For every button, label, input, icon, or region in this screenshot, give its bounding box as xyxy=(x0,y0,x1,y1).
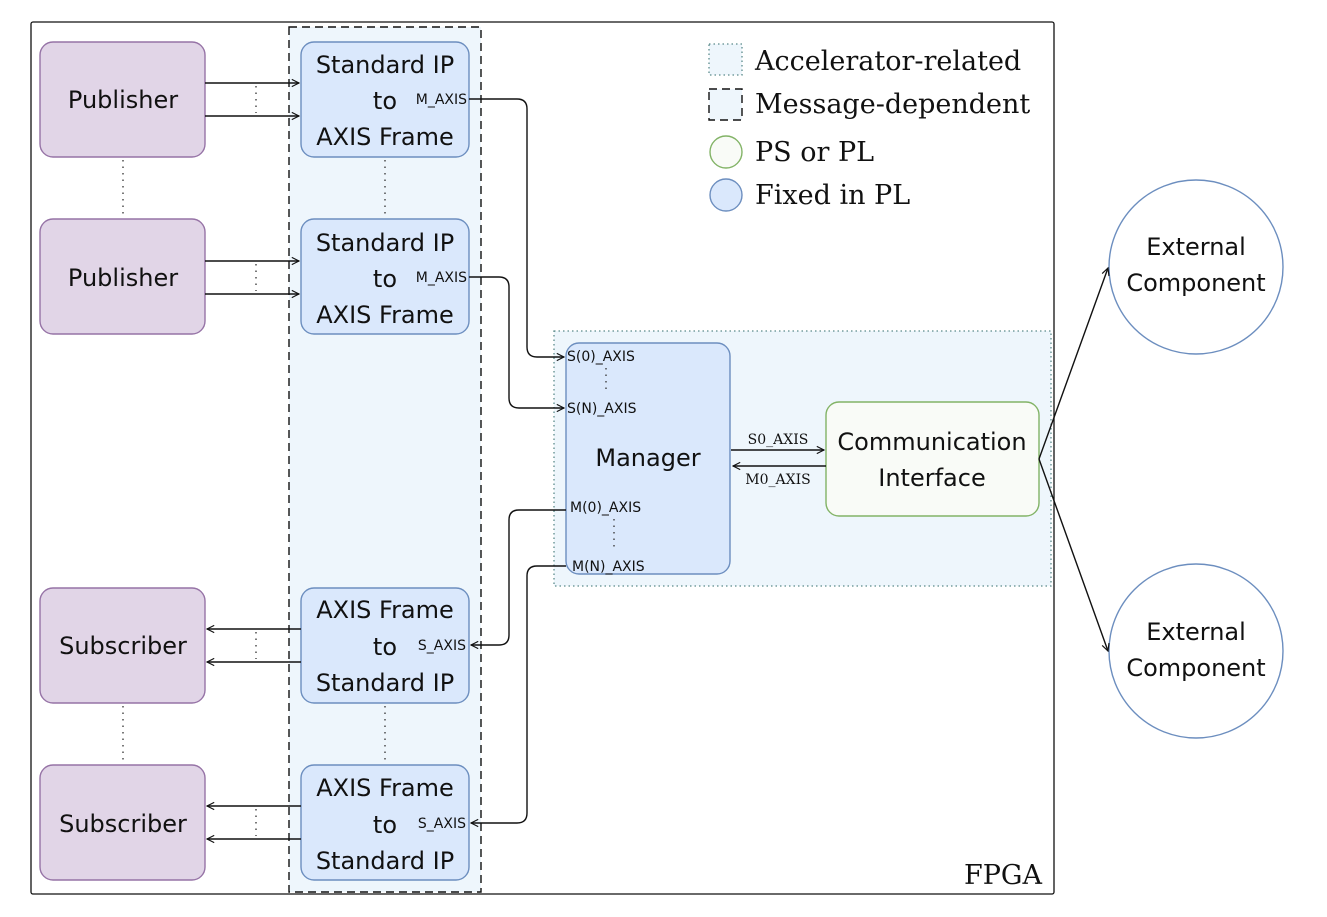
axis-to-ip-block-2: AXIS Frame to Standard IP S_AXIS xyxy=(300,764,470,881)
publisher-2: Publisher xyxy=(39,218,206,335)
s-axis-port: S_AXIS xyxy=(418,816,466,832)
legend-label-accelerator: Accelerator-related xyxy=(754,46,1021,77)
manager-label: Manager xyxy=(595,444,700,472)
legend-swatch-pspl xyxy=(709,135,743,169)
s0-axis-link-label: S0_AXIS xyxy=(748,432,809,448)
ip-to-axis-block-1: Standard IP to AXIS Frame M_AXIS xyxy=(300,41,470,158)
communication-interface-block: Communication Interface xyxy=(825,401,1040,517)
block-line2: to xyxy=(373,633,397,661)
legend-label-pspl: PS or PL xyxy=(755,137,874,168)
publisher-label: Publisher xyxy=(68,264,178,292)
block-line1: Standard IP xyxy=(316,51,454,79)
ip-to-axis-block-2: Standard IP to AXIS Frame M_AXIS xyxy=(300,218,470,335)
external-links xyxy=(1038,268,1108,651)
fpga-boundary xyxy=(30,21,1055,895)
legend-label-fixed: Fixed in PL xyxy=(755,180,910,211)
external-line2: Component xyxy=(1126,269,1265,297)
message-dependent-region xyxy=(288,26,482,893)
block-line2: to xyxy=(373,87,397,115)
external-component-1: External Component xyxy=(1108,179,1284,355)
manager-wires xyxy=(469,98,566,823)
subscriber-label: Subscriber xyxy=(59,632,187,660)
external-component-2: External Component xyxy=(1108,563,1284,739)
block-line1: AXIS Frame xyxy=(316,596,454,624)
m0-axis-link-label: M0_AXIS xyxy=(745,472,810,488)
comm-line2: Interface xyxy=(878,464,985,492)
block-line2: to xyxy=(373,265,397,293)
subscriber-label: Subscriber xyxy=(59,810,187,838)
manager-port-mn: M(N)_AXIS xyxy=(572,559,645,575)
legend-swatch-fixed xyxy=(709,178,743,212)
publisher-1: Publisher xyxy=(39,41,206,158)
block-line3: AXIS Frame xyxy=(316,123,454,151)
legend-label-message: Message-dependent xyxy=(755,89,1030,120)
block-line1: Standard IP xyxy=(316,229,454,257)
comm-line1: Communication xyxy=(837,428,1026,456)
publisher-wires xyxy=(205,83,299,294)
fpga-label: FPGA xyxy=(964,860,1042,891)
manager-port-sn: S(N)_AXIS xyxy=(567,401,637,417)
m-axis-port: M_AXIS xyxy=(416,92,467,108)
manager-port-m0: M(0)_AXIS xyxy=(570,500,641,516)
manager-block: Manager S(0)_AXIS S(N)_AXIS M(0)_AXIS M(… xyxy=(565,342,731,575)
legend-swatch-message xyxy=(708,88,743,121)
manager-comm-links: S0_AXIS M0_AXIS xyxy=(731,432,826,488)
block-line3: Standard IP xyxy=(316,847,454,875)
external-line1: External xyxy=(1146,233,1246,261)
block-line2: to xyxy=(373,811,397,839)
subscriber-2: Subscriber xyxy=(39,764,206,881)
external-line2: Component xyxy=(1126,654,1265,682)
block-line3: AXIS Frame xyxy=(316,301,454,329)
s-axis-port: S_AXIS xyxy=(418,638,466,654)
external-line1: External xyxy=(1146,618,1246,646)
legend-swatch-accelerator xyxy=(708,43,743,76)
manager-port-s0: S(0)_AXIS xyxy=(567,349,635,365)
axis-to-ip-block-1: AXIS Frame to Standard IP S_AXIS xyxy=(300,587,470,704)
legend: Accelerator-related Message-dependent PS… xyxy=(708,43,1030,212)
publisher-label: Publisher xyxy=(68,86,178,114)
m-axis-port: M_AXIS xyxy=(416,270,467,286)
block-line1: AXIS Frame xyxy=(316,774,454,802)
subscriber-1: Subscriber xyxy=(39,587,206,704)
subscriber-wires xyxy=(207,629,301,839)
block-line3: Standard IP xyxy=(316,669,454,697)
